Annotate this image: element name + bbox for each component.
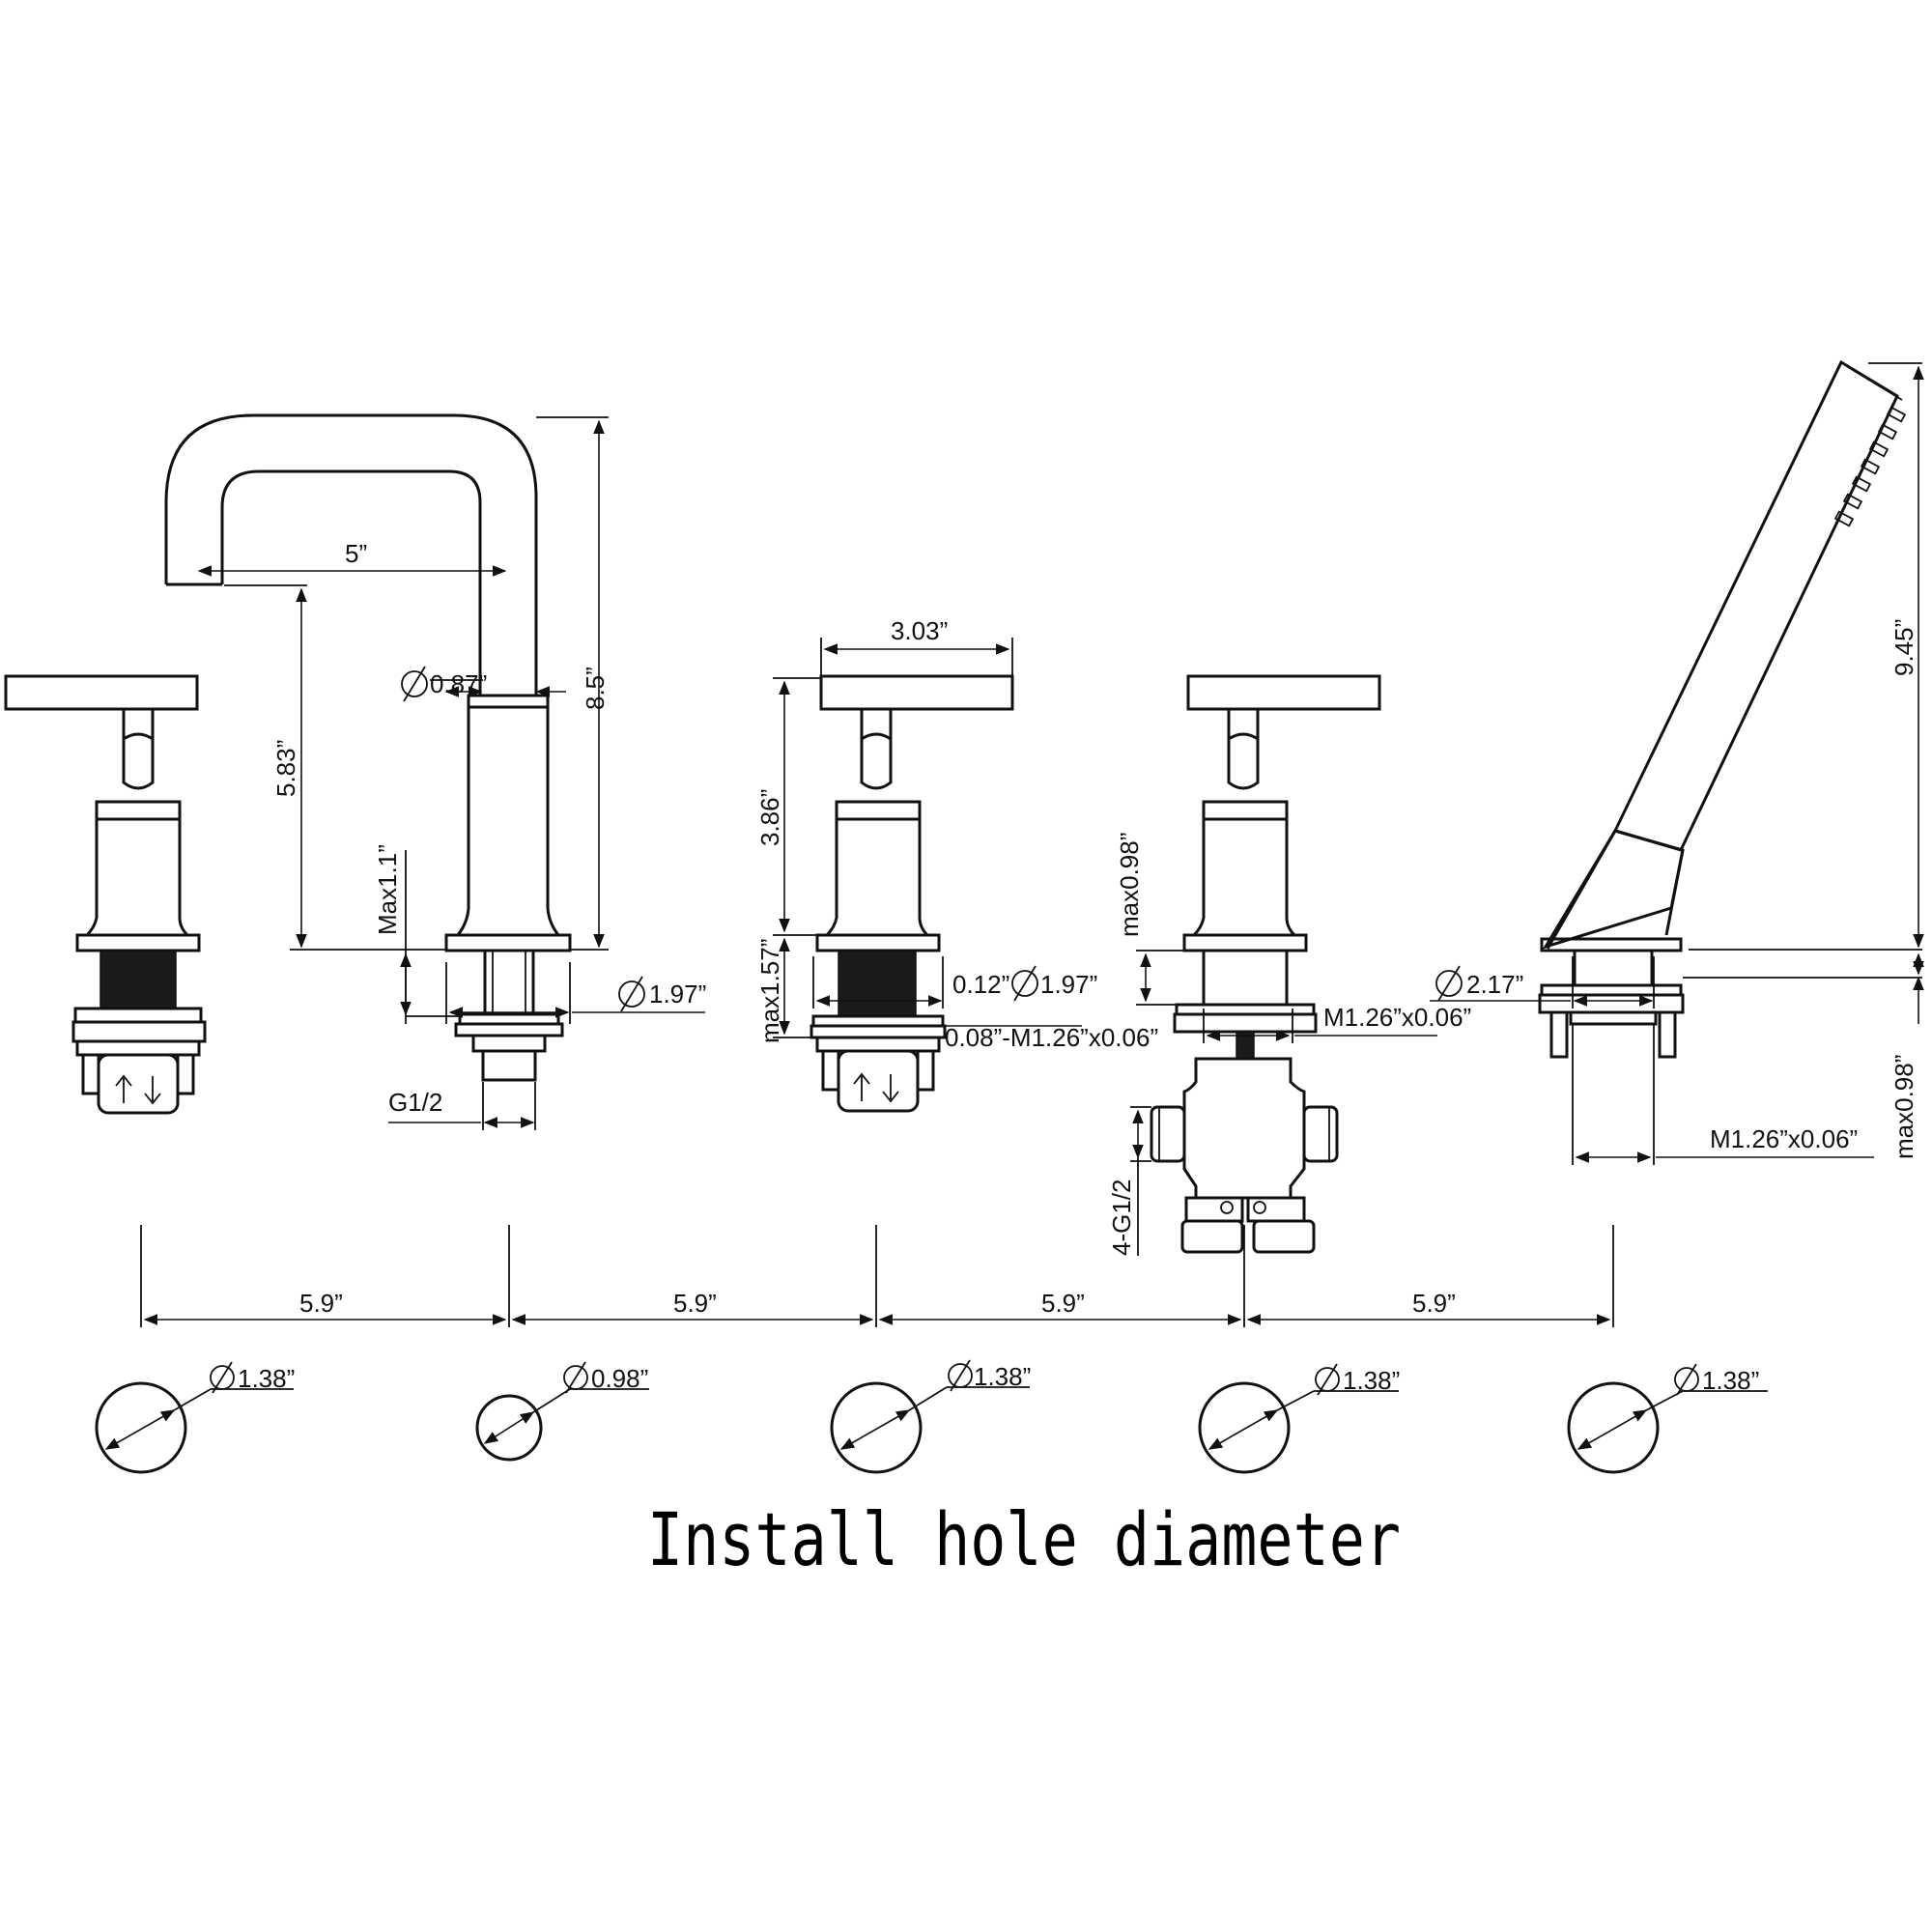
diameter-symbol-icon bbox=[618, 976, 645, 1012]
spout-height-label: 8.5” bbox=[581, 667, 610, 710]
spout-max-deck-label: Max1.1” bbox=[373, 844, 402, 935]
diameter-symbol-icon bbox=[1011, 965, 1038, 1002]
install-hole-5: 1.38” bbox=[1567, 1363, 1768, 1474]
spout-reach-label: 5” bbox=[345, 539, 367, 568]
shower-height-label: 9.45” bbox=[1889, 619, 1918, 676]
handle-width-label: 3.03” bbox=[891, 616, 948, 645]
updown-arrows-icon bbox=[853, 1072, 899, 1103]
spacing-label-4: 5.9” bbox=[1412, 1289, 1456, 1318]
handle-base-diameter-label: 1.97” bbox=[1040, 970, 1097, 999]
left-handle-valve bbox=[4, 674, 207, 1115]
updown-arrows-icon bbox=[115, 1074, 161, 1105]
spout bbox=[164, 413, 572, 1082]
diverter-max-deck-label: max0.98” bbox=[1115, 833, 1144, 937]
spacing-label-1: 5.9” bbox=[299, 1289, 343, 1318]
diameter-symbol-icon bbox=[1435, 965, 1463, 1002]
diameter-symbol-icon bbox=[1315, 1363, 1340, 1396]
install-hole-title: Install hole diameter bbox=[647, 1496, 1401, 1582]
spacing-dimensions: 5.9” 5.9” 5.9” 5.9” bbox=[140, 1225, 1614, 1327]
diameter-symbol-icon bbox=[210, 1361, 235, 1394]
spout-dimensions: 5” 8.5” 5.83” 0.87” Max1.1” 1.97” G1/2 bbox=[165, 416, 706, 1130]
handle-base-spec-label: 0.12” bbox=[952, 970, 1009, 999]
center-handle-dimensions: 3.03” 3.86” max1.57” 0.12” 1.97” 0.08”-M… bbox=[755, 616, 1158, 1052]
spacing-label-2: 5.9” bbox=[673, 1289, 717, 1318]
shower-thread-label: M1.26”x0.06” bbox=[1710, 1124, 1858, 1153]
hole-3-label: 1.38” bbox=[974, 1362, 1031, 1391]
spout-thread-label: G1/2 bbox=[388, 1088, 442, 1117]
diverter-valve bbox=[1150, 674, 1381, 1254]
hole-4-label: 1.38” bbox=[1343, 1366, 1400, 1395]
diverter-thread-label: M1.26”x0.06” bbox=[1323, 1003, 1471, 1032]
shower-dimensions: 9.45” 2.17” max0.98” M1.26”x0.06” bbox=[1430, 362, 1924, 1165]
diameter-symbol-icon bbox=[563, 1361, 588, 1394]
handle-height-label: 3.86” bbox=[755, 789, 784, 846]
hole-1-label: 1.38” bbox=[238, 1364, 295, 1393]
spout-diameter-label: 0.87” bbox=[430, 669, 487, 698]
shower-max-deck-label: max0.98” bbox=[1889, 1055, 1918, 1159]
shower-spray-face bbox=[1833, 406, 1907, 527]
hole-5-label: 1.38” bbox=[1702, 1366, 1759, 1395]
spacing-label-3: 5.9” bbox=[1041, 1289, 1085, 1318]
handle-max-deck-label: max1.57” bbox=[755, 939, 784, 1043]
spout-base-diameter-label: 1.97” bbox=[649, 980, 706, 1009]
diameter-symbol-icon bbox=[1674, 1363, 1699, 1396]
diverter-dimensions: max0.98” M1.26”x0.06” 4-G1/2 bbox=[1107, 833, 1471, 1256]
install-hole-4: 1.38” bbox=[1198, 1363, 1400, 1474]
install-hole-3: 1.38” bbox=[830, 1359, 1031, 1474]
diameter-symbol-icon bbox=[401, 666, 428, 702]
diverter-outlets-label: 4-G1/2 bbox=[1107, 1179, 1136, 1257]
hand-shower bbox=[1538, 359, 1907, 1059]
install-hole-1: 1.38” bbox=[95, 1361, 295, 1474]
diameter-symbol-icon bbox=[948, 1359, 973, 1392]
handle-thread-label: 0.08”-M1.26”x0.06” bbox=[945, 1023, 1158, 1052]
install-hole-2: 0.98” bbox=[475, 1361, 649, 1462]
spout-clearance-label: 5.83” bbox=[271, 740, 300, 797]
shower-base-diameter-label: 2.17” bbox=[1466, 970, 1523, 999]
hole-2-label: 0.98” bbox=[591, 1364, 648, 1393]
center-handle-valve bbox=[810, 674, 1014, 1113]
